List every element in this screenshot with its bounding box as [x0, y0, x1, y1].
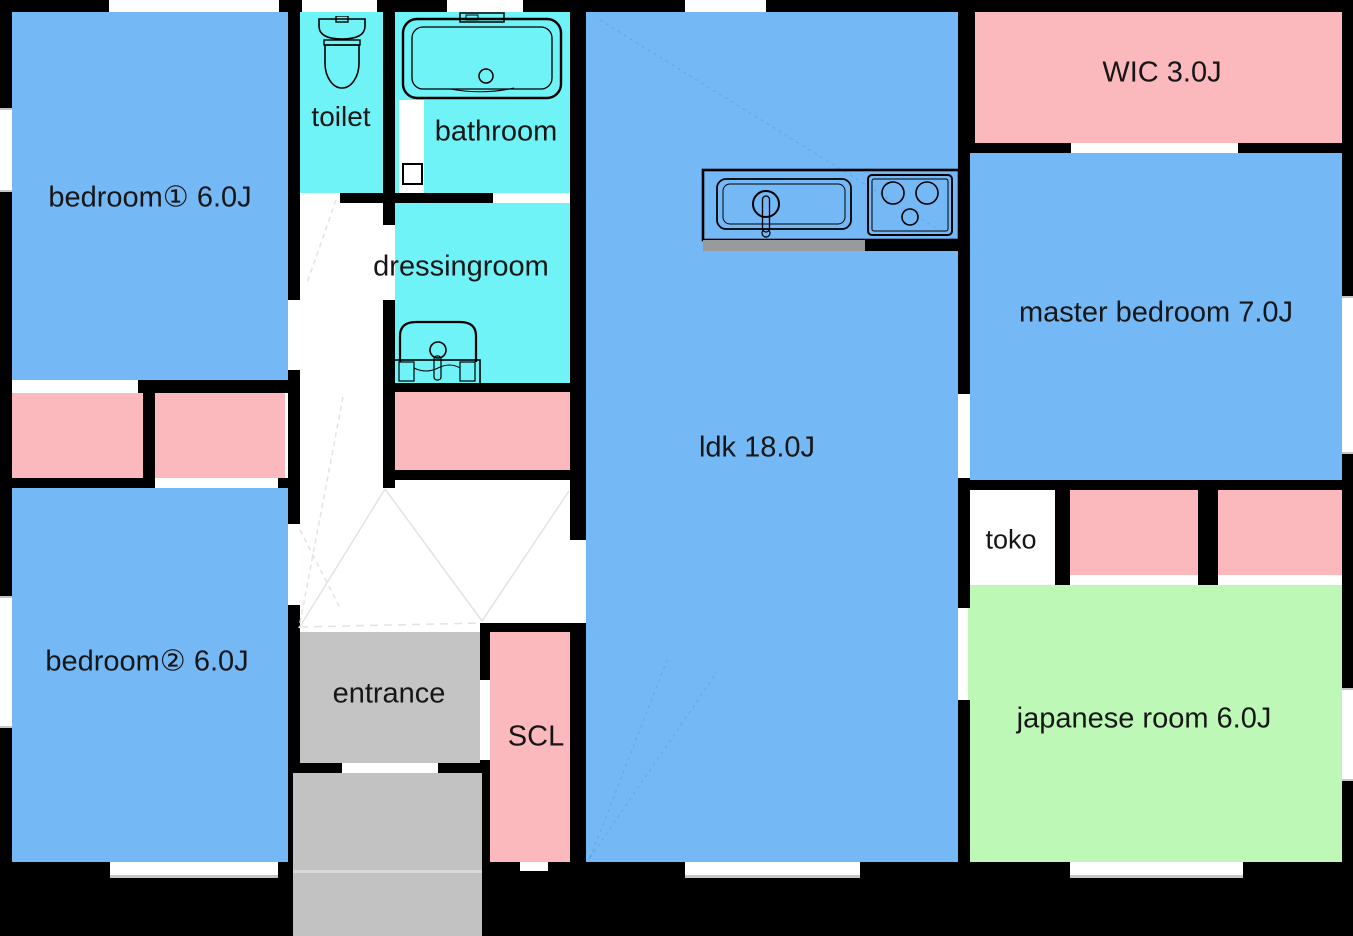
room-bedroom2 — [12, 488, 288, 862]
wall-ldk-wic — [958, 12, 975, 143]
window-bottom-bedroom2 — [110, 862, 278, 878]
room-toilet — [300, 12, 383, 193]
room-toko — [968, 490, 1055, 585]
wall-ldk-left-upper — [570, 12, 586, 540]
wall-bedroom1-right-upper — [288, 12, 300, 300]
window-top-toilet — [302, 0, 377, 12]
room-ldk — [586, 12, 958, 862]
room-bathroom — [395, 12, 570, 193]
wall-ldk-japanese-lower — [958, 700, 970, 862]
wall-dressing-linen — [383, 383, 570, 392]
label-master-bedroom: master bedroom 7.0J — [1018, 296, 1294, 329]
washbasin-icon — [392, 316, 484, 388]
label-bathroom: bathroom — [434, 115, 558, 148]
wall-above-closet-right — [138, 380, 298, 393]
closet-bedroom1 — [12, 393, 143, 478]
window-left-bedroom2 — [0, 596, 12, 728]
room-master-bedroom — [970, 153, 1342, 480]
wall-below-toilet — [340, 193, 395, 203]
closet-japanese-right — [1218, 490, 1342, 575]
wall-below-bathroom — [395, 193, 493, 203]
wall-ldk-master — [958, 143, 970, 394]
porch-step-line — [293, 870, 482, 873]
closet-japanese-left — [1070, 490, 1198, 575]
toilet-fixture-icon — [313, 16, 371, 100]
wall-front-right — [438, 763, 490, 773]
wall-dressing-left-upper — [383, 203, 395, 225]
room-entrance — [300, 632, 480, 763]
vent-bottom-scl — [520, 862, 548, 871]
window-bottom-japanese — [1070, 862, 1243, 878]
wall-toko-right — [1055, 490, 1070, 585]
wall-ldk-left-lower — [570, 623, 586, 862]
wall-master-bottom — [958, 480, 1342, 490]
room-japanese — [968, 585, 1342, 862]
wall-toilet-bathroom — [383, 12, 395, 203]
closet-linen — [395, 392, 570, 470]
window-top-ldk — [685, 0, 766, 12]
label-bedroom1: bedroom① 6.0J — [48, 181, 252, 214]
window-right-master — [1342, 296, 1353, 454]
wall-closet-right-stub — [278, 478, 300, 488]
wall-dressing-left-lower — [383, 300, 395, 488]
room-wic — [975, 12, 1342, 143]
wall-bedroom1-right-lower — [288, 370, 300, 524]
front-door-opening — [342, 763, 438, 773]
label-toilet: toilet — [311, 101, 371, 132]
room-bedroom1 — [12, 12, 288, 380]
room-scl — [490, 632, 577, 862]
wall-front-left — [288, 763, 342, 773]
bathtub-icon — [398, 12, 566, 104]
label-ldk: ldk 18.0J — [698, 431, 816, 464]
wall-toko-left — [958, 478, 970, 608]
entrance-porch — [293, 773, 482, 936]
window-top-bathroom — [447, 0, 523, 12]
wall-scl-top — [480, 623, 586, 632]
closet-bedroom2 — [155, 393, 285, 478]
label-scl: SCL — [507, 720, 565, 753]
wall-wic-bottom-right — [1238, 143, 1342, 153]
wall-below-closet-left — [0, 478, 143, 488]
wall-scl-left-lower — [480, 760, 490, 862]
kitchen-counter-bar-gray — [703, 240, 865, 251]
room-dressingroom — [395, 203, 570, 383]
label-entrance: entrance — [332, 677, 446, 710]
wall-scl-left-upper — [480, 632, 490, 680]
label-toko: toko — [985, 524, 1037, 555]
label-dressingroom: dressingroom — [373, 250, 549, 283]
label-japanese-room: japanese room 6.0J — [1016, 702, 1272, 735]
bathroom-step-box — [402, 163, 423, 185]
wall-closet-divider — [143, 393, 155, 488]
wall-wic-bottom-left — [958, 143, 1071, 153]
window-bottom-ldk — [685, 862, 860, 878]
wall-below-linen — [383, 470, 586, 480]
window-left-bedroom1 — [0, 108, 12, 192]
window-right-japanese — [1342, 688, 1353, 781]
wall-japanese-closet-divider — [1198, 490, 1218, 585]
window-top-bedroom1 — [109, 0, 279, 12]
kitchen-counter-bar-black — [865, 240, 958, 251]
label-bedroom2: bedroom② 6.0J — [45, 645, 249, 678]
label-wic: WIC 3.0J — [1102, 56, 1222, 89]
